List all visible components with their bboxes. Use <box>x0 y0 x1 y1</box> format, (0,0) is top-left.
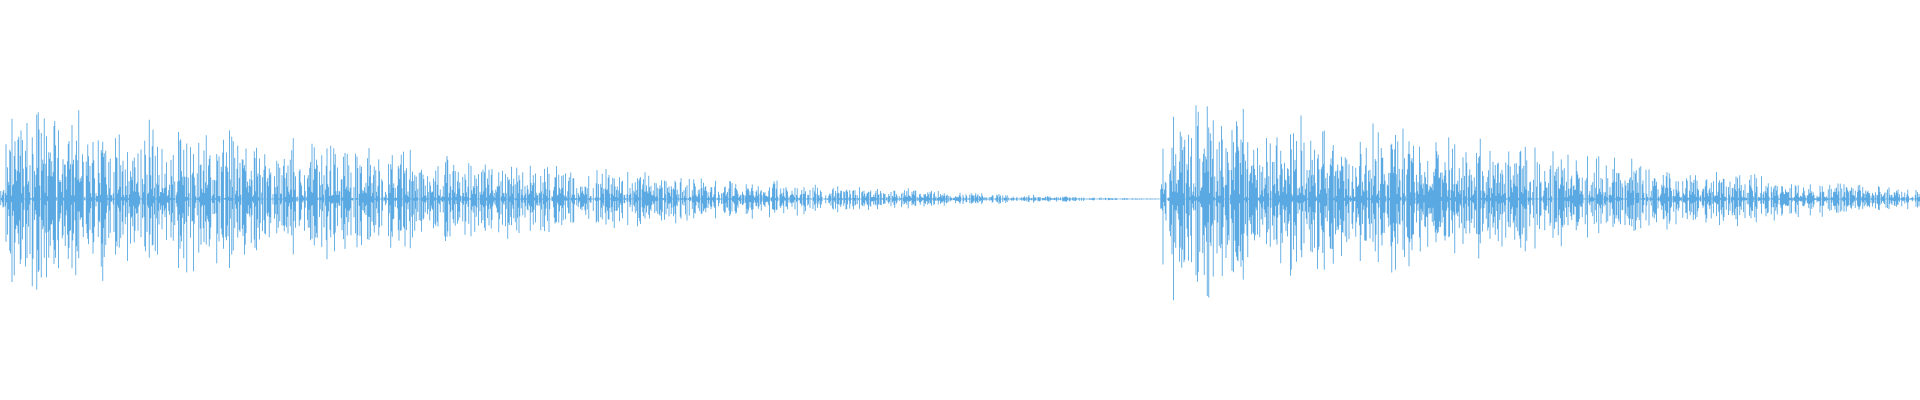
waveform-trace <box>0 105 1920 301</box>
